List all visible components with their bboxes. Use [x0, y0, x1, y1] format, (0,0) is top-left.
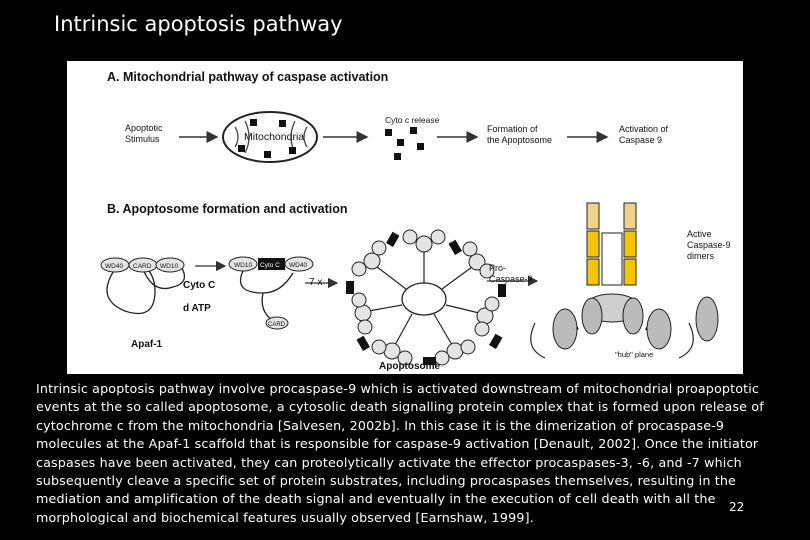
mitochondria-shape	[222, 111, 318, 163]
cyto-c-label: Cyto C	[183, 280, 215, 291]
caption-paragraph: Intrinsic apoptosis pathway involve proc…	[36, 381, 764, 525]
caspase-9-dimers	[530, 202, 719, 359]
wd10-label: WD10	[160, 263, 178, 270]
procaspase-label-1: Pro-	[489, 263, 506, 273]
activation-label-2: Caspase 9	[619, 135, 662, 145]
apoptosis-figure: A. Mitochondrial pathway of caspase acti…	[67, 61, 743, 374]
active-caspase-label-1: Active	[687, 229, 712, 239]
slide-number: 22	[729, 500, 745, 514]
formation-label-1: Formation of	[487, 124, 538, 134]
panel-b-heading: B. Apoptosome formation and activation	[107, 202, 348, 216]
apaf1-inactive	[100, 257, 185, 315]
active-caspase-label-3: dimers	[687, 251, 715, 261]
active-caspase-label-2: Caspase-9	[687, 240, 731, 250]
apoptosome-label: Apoptosome	[379, 361, 441, 372]
mitochondria-label: Mitochondria	[244, 131, 304, 143]
pathway-diagram: A. Mitochondrial pathway of caspase acti…	[100, 70, 731, 372]
apaf1-bound	[228, 256, 314, 330]
hub-plane-label: "hub" plane	[615, 350, 653, 359]
panel-a-heading: A. Mitochondrial pathway of caspase acti…	[107, 70, 388, 84]
wd40-label-bound: WD40	[289, 262, 307, 269]
cyto-release-label: Cyto c release	[385, 115, 440, 125]
stimulus-label-1: Apoptotic	[125, 123, 163, 133]
datp-label: d ATP	[183, 303, 211, 314]
apoptosome-wheel	[346, 229, 506, 366]
slide-title: Intrinsic apoptosis pathway	[54, 12, 343, 36]
card-label-bound: CARD	[268, 322, 286, 328]
procaspase-label-2: Caspase-9	[489, 274, 533, 284]
wd10-label-bound: WD10	[234, 262, 252, 269]
cyto-c-box-label: Cyto C	[260, 262, 280, 269]
stimulus-label-2: Stimulus	[125, 134, 160, 144]
formation-label-2: the Apoptosome	[487, 135, 552, 145]
wd40-label: WD40	[105, 263, 123, 270]
cytochrome-c-particles	[385, 127, 424, 160]
times-seven-label: 7 x	[309, 277, 322, 288]
apaf1-label: Apaf-1	[131, 339, 163, 350]
activation-label-1: Activation of	[619, 124, 669, 134]
card-label: CARD	[133, 263, 152, 270]
